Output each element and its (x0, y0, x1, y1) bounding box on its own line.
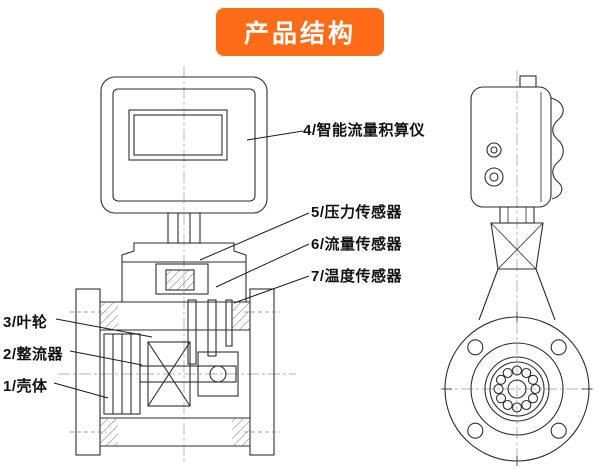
impeller-section (147, 341, 191, 407)
pressure-probe (187, 299, 197, 365)
gland-large (484, 167, 504, 187)
gland-small (486, 142, 502, 158)
side-view-drawing (440, 70, 594, 466)
page-title: 产品结构 (243, 20, 357, 48)
housing-grip (550, 97, 564, 200)
bolt-hole (550, 422, 567, 439)
label-flow-sensor: 6/流量传感器 (311, 236, 403, 253)
right-flange (249, 288, 275, 456)
title-banner: 产品结构 (215, 8, 385, 56)
leader-lines (53, 130, 310, 399)
temperature-probe (225, 299, 233, 347)
lcd-display (128, 109, 228, 161)
bolt-hole (467, 339, 484, 356)
left-flange (75, 288, 101, 456)
label-housing: 1/壳体 (3, 378, 48, 395)
impeller-hub (507, 379, 527, 399)
bolt-hole (467, 422, 484, 439)
label-rectifier: 2/整流器 (3, 346, 64, 363)
housing-side (470, 86, 552, 208)
label-impeller: 3/叶轮 (3, 314, 48, 331)
label-pressure-sensor: 5/压力传感器 (311, 204, 403, 221)
bolt-hole (550, 339, 567, 356)
label-totalizer: 4/智能流量积算仪 (303, 122, 426, 139)
label-temperature-sensor: 7/温度传感器 (311, 268, 403, 285)
front-view-drawing (58, 66, 296, 462)
flow-probe (207, 299, 217, 357)
